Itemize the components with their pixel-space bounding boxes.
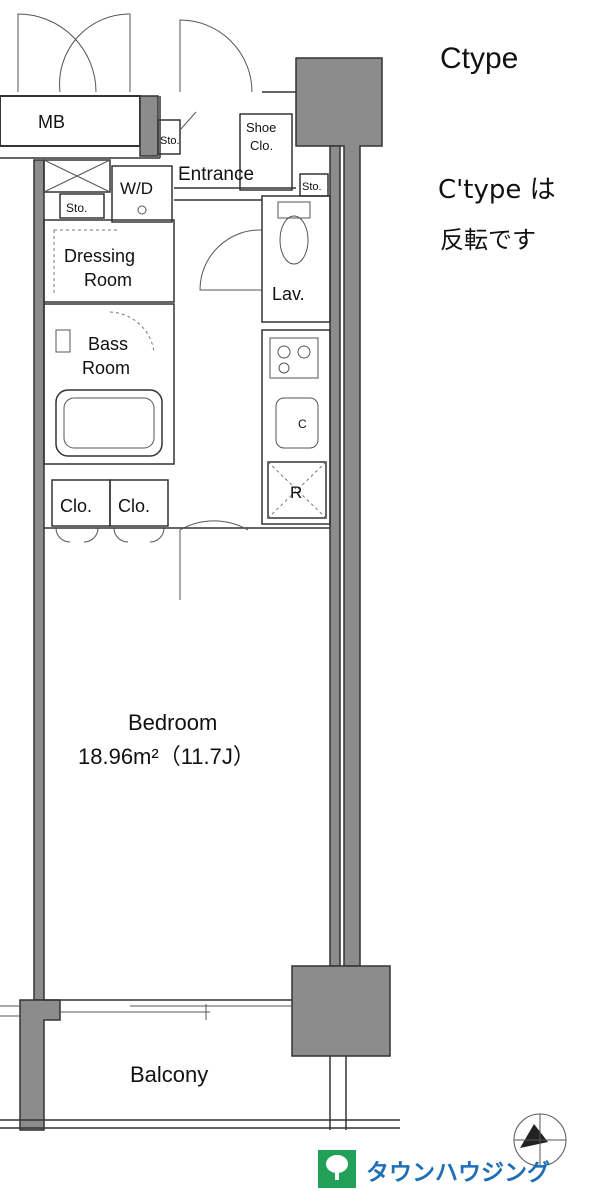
bath-room-label-1: Bass	[88, 334, 128, 354]
bath-room-zone: Bass Room	[43, 303, 175, 465]
dressing-room-zone: Dressing Room	[43, 219, 175, 303]
balcony-zone: Balcony	[0, 1005, 400, 1130]
dressing-room-label-1: Dressing	[64, 246, 135, 266]
balcony-label: Balcony	[130, 1062, 208, 1087]
alt-type-note: 反転です	[440, 226, 536, 254]
mb-panel: MB	[0, 95, 159, 157]
top-door-swings	[17, 13, 253, 93]
bedroom-zone: Bedroom 18.96m²（11.7J）	[44, 710, 292, 1020]
company-logo: タウンハウジング	[318, 1150, 550, 1188]
lavatory-zone: Lav.	[199, 195, 331, 323]
closets-zone: Clo. Clo.	[44, 479, 330, 600]
entrance-zone: Sto. Shoe Clo. Entrance Sto.	[157, 111, 329, 201]
kitchen-zone: C R	[261, 329, 331, 525]
bedroom-label: Bedroom	[128, 710, 217, 735]
logo-text: タウンハウジング	[366, 1159, 550, 1186]
shoe-closet-label-2: Clo.	[250, 138, 273, 153]
bedroom-area-label: 18.96m²（11.7J）	[78, 744, 255, 769]
compass	[513, 1113, 567, 1167]
entrance-label: Entrance	[178, 164, 254, 185]
mb-label: MB	[38, 112, 65, 132]
main-type-title: Ctype	[440, 42, 518, 75]
bath-room-label-2: Room	[82, 358, 130, 378]
sink-mark: C	[298, 417, 307, 431]
storage-top-label: Sto.	[160, 135, 180, 147]
wd-label: W/D	[120, 179, 153, 198]
walls	[0, 57, 391, 1131]
lav-label: Lav.	[272, 284, 305, 304]
storage-right-label: Sto.	[302, 181, 322, 193]
shoe-closet-label-1: Shoe	[246, 120, 276, 135]
type-title-block: Ctype C'type は 反転です	[438, 42, 556, 254]
dressing-room-label-2: Room	[84, 270, 132, 290]
alt-type-title: C'type は	[438, 175, 556, 205]
fridge-mark: R	[290, 483, 302, 502]
storage-left-label: Sto.	[66, 201, 87, 215]
closet-1-label: Clo.	[60, 496, 92, 516]
wd-storage-zone: Sto. W/D	[43, 159, 173, 223]
closet-2-label: Clo.	[118, 496, 150, 516]
